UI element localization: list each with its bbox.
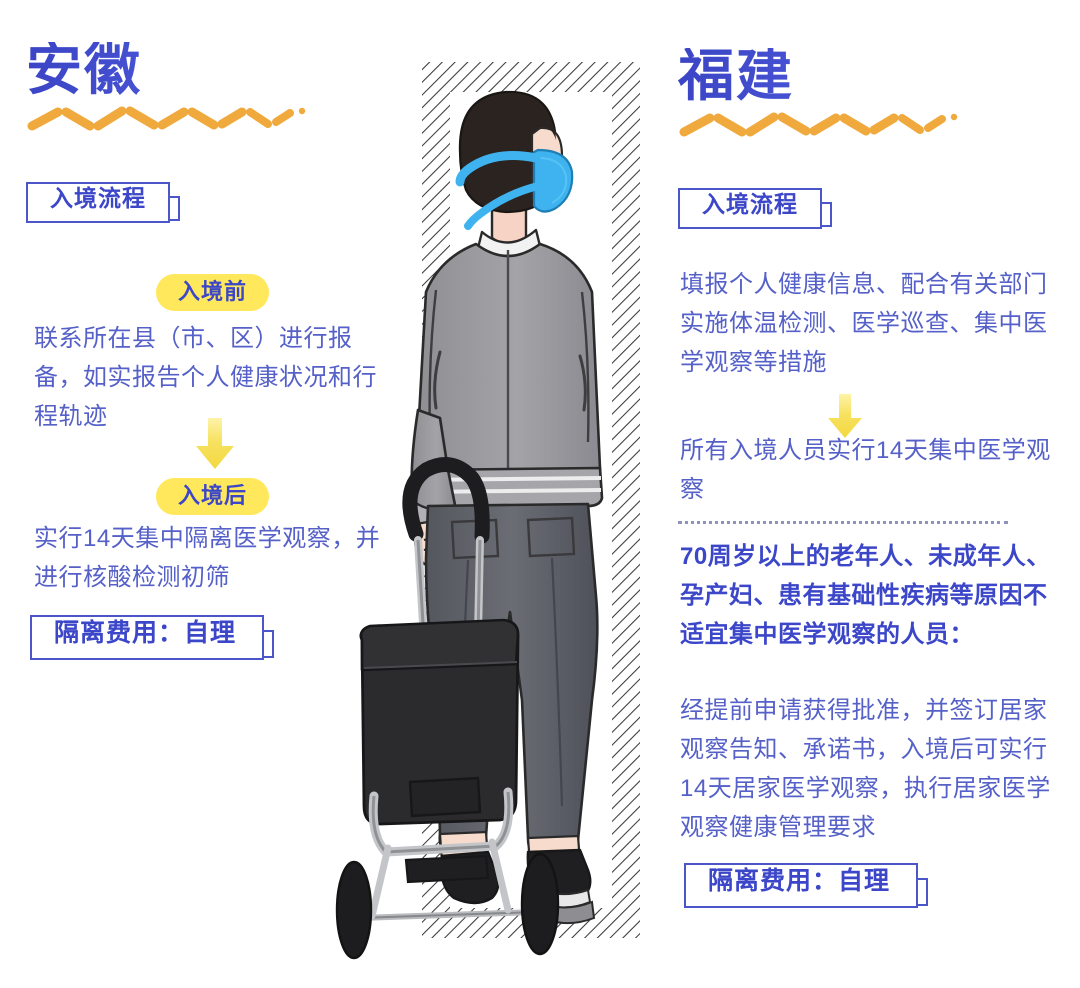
badge-before-entry: 入境前 bbox=[156, 274, 270, 312]
box-front-layer: 隔离费用：自理 bbox=[30, 615, 265, 660]
central-illustration bbox=[300, 0, 720, 988]
paragraph-14day-observation: 所有入境人员实行14天集中医学观察 bbox=[680, 437, 1051, 503]
step-text-after-entry: 实行14天集中隔离医学观察，并进行核酸检测初筛 bbox=[34, 525, 381, 591]
cost-box-label-right: 隔离费用：自理 bbox=[708, 867, 891, 895]
zigzag-underline-left bbox=[27, 106, 306, 131]
step-text-before-entry: 联系所在县（市、区）进行报备，如实报告个人健康状况和行程轨迹 bbox=[34, 325, 377, 430]
zigzag-underline-right bbox=[679, 112, 958, 137]
arrow-down-icon-left bbox=[196, 418, 234, 469]
black-trolley-cart bbox=[335, 457, 560, 960]
blue-face-mask bbox=[532, 148, 574, 213]
special-group-heading: 70周岁以上的老年人、未成年人、孕产妇、患有基础性疾病等原因不适宜集中医学观察的… bbox=[680, 543, 1051, 648]
special-group-detail: 经提前申请获得批准，并签订居家观察告知、承诺书，入境后可实行14天居家医学观察，… bbox=[680, 697, 1051, 841]
box-front-layer: 入境流程 bbox=[678, 188, 822, 229]
cost-box-label-left: 隔离费用：自理 bbox=[54, 619, 237, 647]
section-box-right: 入境流程 bbox=[678, 188, 832, 229]
section-box-label-right: 入境流程 bbox=[702, 191, 798, 217]
box-front-layer: 入境流程 bbox=[26, 182, 170, 223]
trolley-wheels bbox=[335, 852, 560, 960]
province-title-fujian: 福建 bbox=[678, 48, 968, 104]
section-box-left: 入境流程 bbox=[26, 182, 180, 223]
province-title-anhui: 安徽 bbox=[26, 42, 316, 98]
cost-box-right: 隔离费用：自理 bbox=[684, 863, 929, 908]
badge-after-entry: 入境后 bbox=[156, 478, 270, 516]
cost-box-left: 隔离费用：自理 bbox=[30, 615, 275, 660]
arrow-down-icon-right bbox=[828, 394, 862, 438]
province-heading-right: 福建 bbox=[678, 48, 968, 140]
box-front-layer: 隔离费用：自理 bbox=[684, 863, 919, 908]
province-heading-left: 安徽 bbox=[26, 42, 316, 134]
paragraph-health-reporting: 填报个人健康信息、配合有关部门实施体温检测、医学巡查、集中医学观察等措施 bbox=[680, 271, 1048, 376]
section-box-label-left: 入境流程 bbox=[50, 185, 146, 211]
dotted-divider bbox=[678, 521, 1008, 524]
